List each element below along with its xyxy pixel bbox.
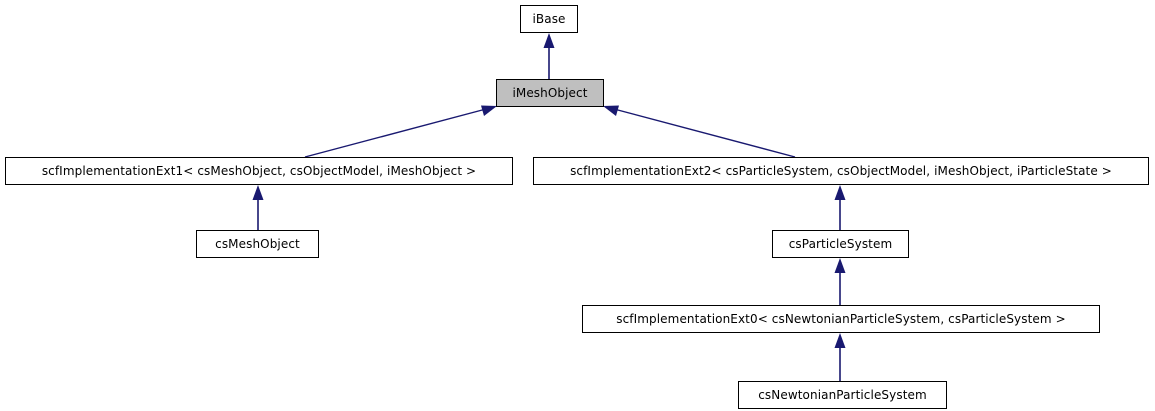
node-scfimplementationext0[interactable]: scfImplementationExt0< csNewtonianPartic… [582, 305, 1100, 333]
node-label-csparticlesystem: csParticleSystem [788, 237, 893, 251]
node-imeshobject[interactable]: iMeshObject [496, 79, 604, 107]
node-scfimplementationext2[interactable]: scfImplementationExt2< csParticleSystem,… [533, 157, 1149, 185]
edge-csparticlesystem-scfext2 [834, 185, 846, 230]
edge-scfext0-csparticlesystem [834, 258, 846, 305]
edge-csmeshobject-scfext1 [252, 185, 264, 230]
edge-scfext1-imeshobject [304, 105, 497, 158]
node-label-scfimplementationext1: scfImplementationExt1< csMeshObject, csO… [41, 164, 477, 178]
node-label-ibase: iBase [532, 12, 566, 26]
node-csnewtonianparticlesystem[interactable]: csNewtonianParticleSystem [738, 381, 947, 409]
edge-csnewtonian-scfext0 [834, 333, 846, 381]
node-scfimplementationext1[interactable]: scfImplementationExt1< csMeshObject, csO… [5, 157, 513, 185]
node-label-csnewtonianparticlesystem: csNewtonianParticleSystem [758, 388, 927, 402]
node-label-scfimplementationext0: scfImplementationExt0< csNewtonianPartic… [616, 312, 1066, 326]
node-csmeshobject[interactable]: csMeshObject [196, 230, 319, 258]
edge-imeshobject-ibase [543, 33, 555, 79]
node-label-csmeshobject: csMeshObject [215, 237, 300, 251]
edge-scfext2-imeshobject [603, 105, 796, 158]
node-csparticlesystem[interactable]: csParticleSystem [772, 230, 909, 258]
node-label-scfimplementationext2: scfImplementationExt2< csParticleSystem,… [570, 164, 1112, 178]
node-label-imeshobject: iMeshObject [512, 86, 588, 100]
node-ibase[interactable]: iBase [520, 5, 578, 33]
